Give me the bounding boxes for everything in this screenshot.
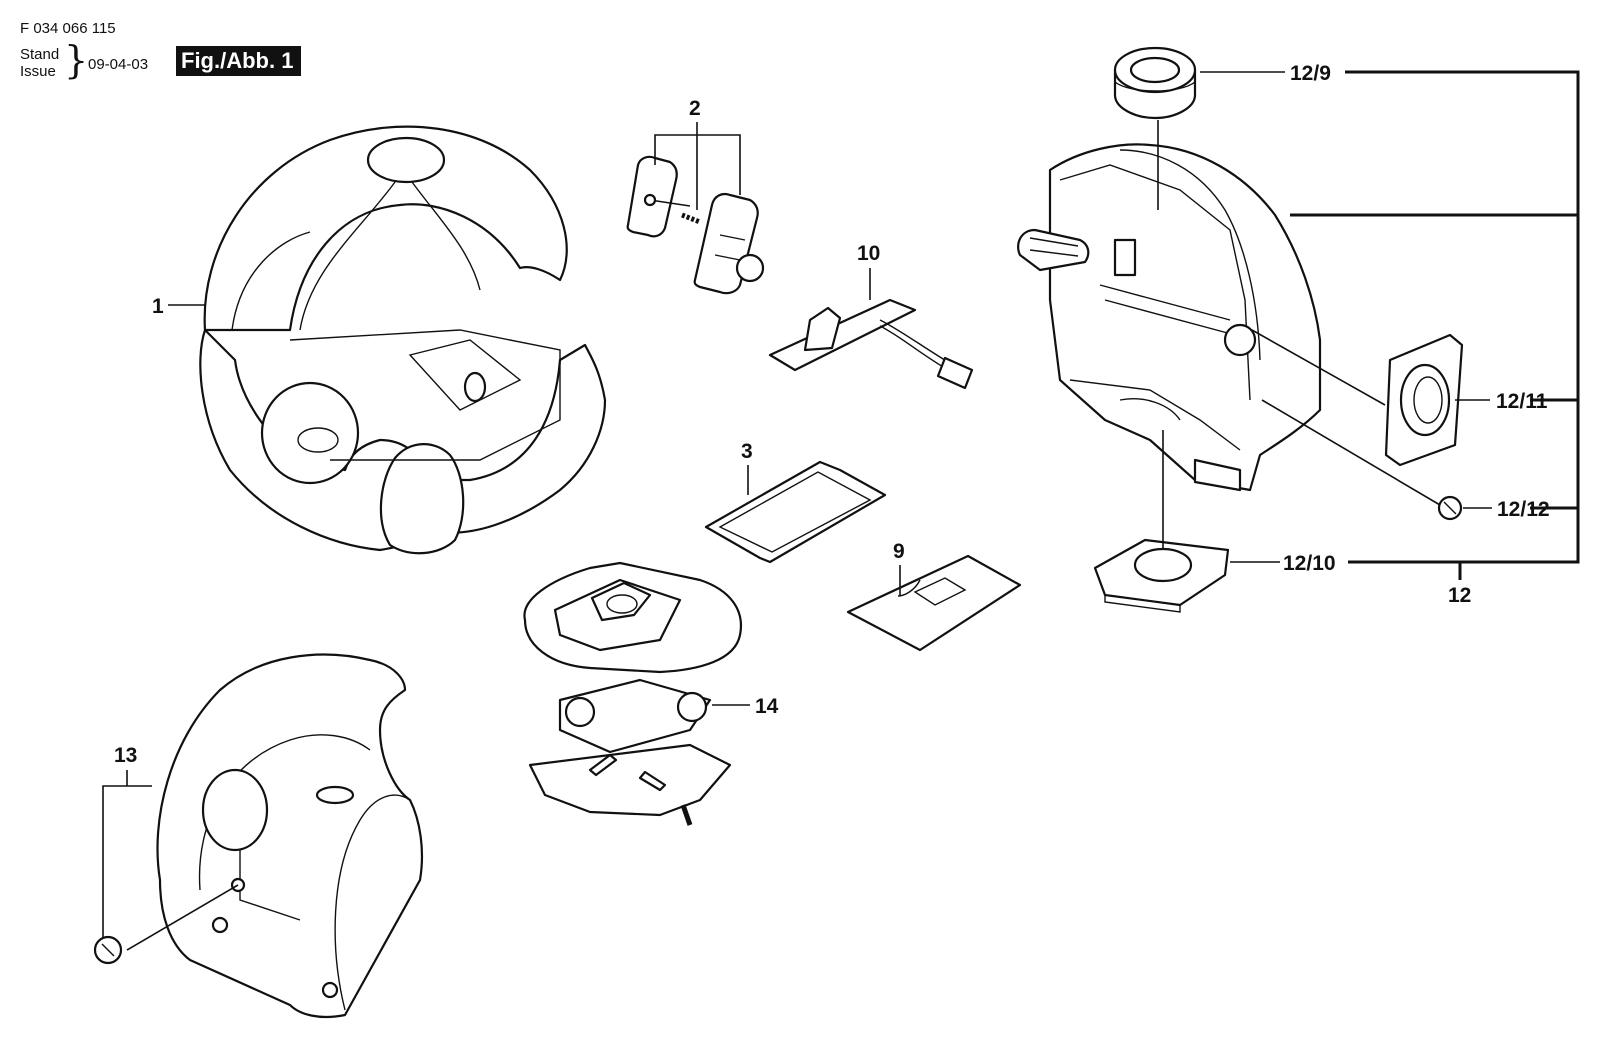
leader-13-screw bbox=[126, 884, 239, 951]
part-14-base bbox=[523, 561, 743, 826]
brace-glyph: } bbox=[64, 38, 89, 82]
callout-3: 3 bbox=[741, 440, 753, 463]
leader-12-12-axis bbox=[1261, 399, 1441, 506]
callout-2: 2 bbox=[689, 97, 701, 120]
issue-date: 09-04-03 bbox=[88, 56, 149, 73]
leader-12-11-axis bbox=[1251, 329, 1386, 406]
part-12-11-window bbox=[1384, 333, 1464, 467]
callout-12-10: 12/10 bbox=[1283, 552, 1336, 575]
part-12-chassis bbox=[1017, 143, 1322, 492]
figure-label: Fig./Abb. 1 bbox=[176, 46, 302, 76]
callout-12-12: 12/12 bbox=[1497, 498, 1550, 521]
leader-13 bbox=[102, 770, 152, 937]
callout-1: 1 bbox=[152, 295, 164, 318]
part-3-plate bbox=[704, 460, 887, 564]
callout-10: 10 bbox=[857, 242, 880, 265]
part-12-9-seal bbox=[1113, 46, 1197, 120]
part-2-clips bbox=[626, 155, 765, 295]
part-10-switch-board bbox=[768, 298, 974, 390]
part-12-10-frame bbox=[1093, 538, 1230, 613]
document-number: F 034 066 115 bbox=[20, 20, 116, 37]
callout-12: 12 bbox=[1448, 584, 1471, 607]
part-13-cover bbox=[93, 653, 424, 1019]
part-12-12-screw bbox=[1437, 495, 1463, 521]
part-9-label bbox=[846, 554, 1022, 652]
part-1-housing bbox=[199, 125, 607, 555]
callout-14: 14 bbox=[755, 695, 779, 718]
callout-12-11: 12/11 bbox=[1496, 390, 1548, 413]
stand-label: Stand bbox=[20, 46, 60, 63]
issue-label: Issue bbox=[20, 63, 56, 80]
callout-12-9: 12/9 bbox=[1290, 62, 1331, 85]
leader-2 bbox=[654, 122, 741, 210]
callout-9: 9 bbox=[893, 540, 905, 563]
callout-13: 13 bbox=[114, 744, 137, 767]
bracket-12 bbox=[1290, 70, 1580, 580]
